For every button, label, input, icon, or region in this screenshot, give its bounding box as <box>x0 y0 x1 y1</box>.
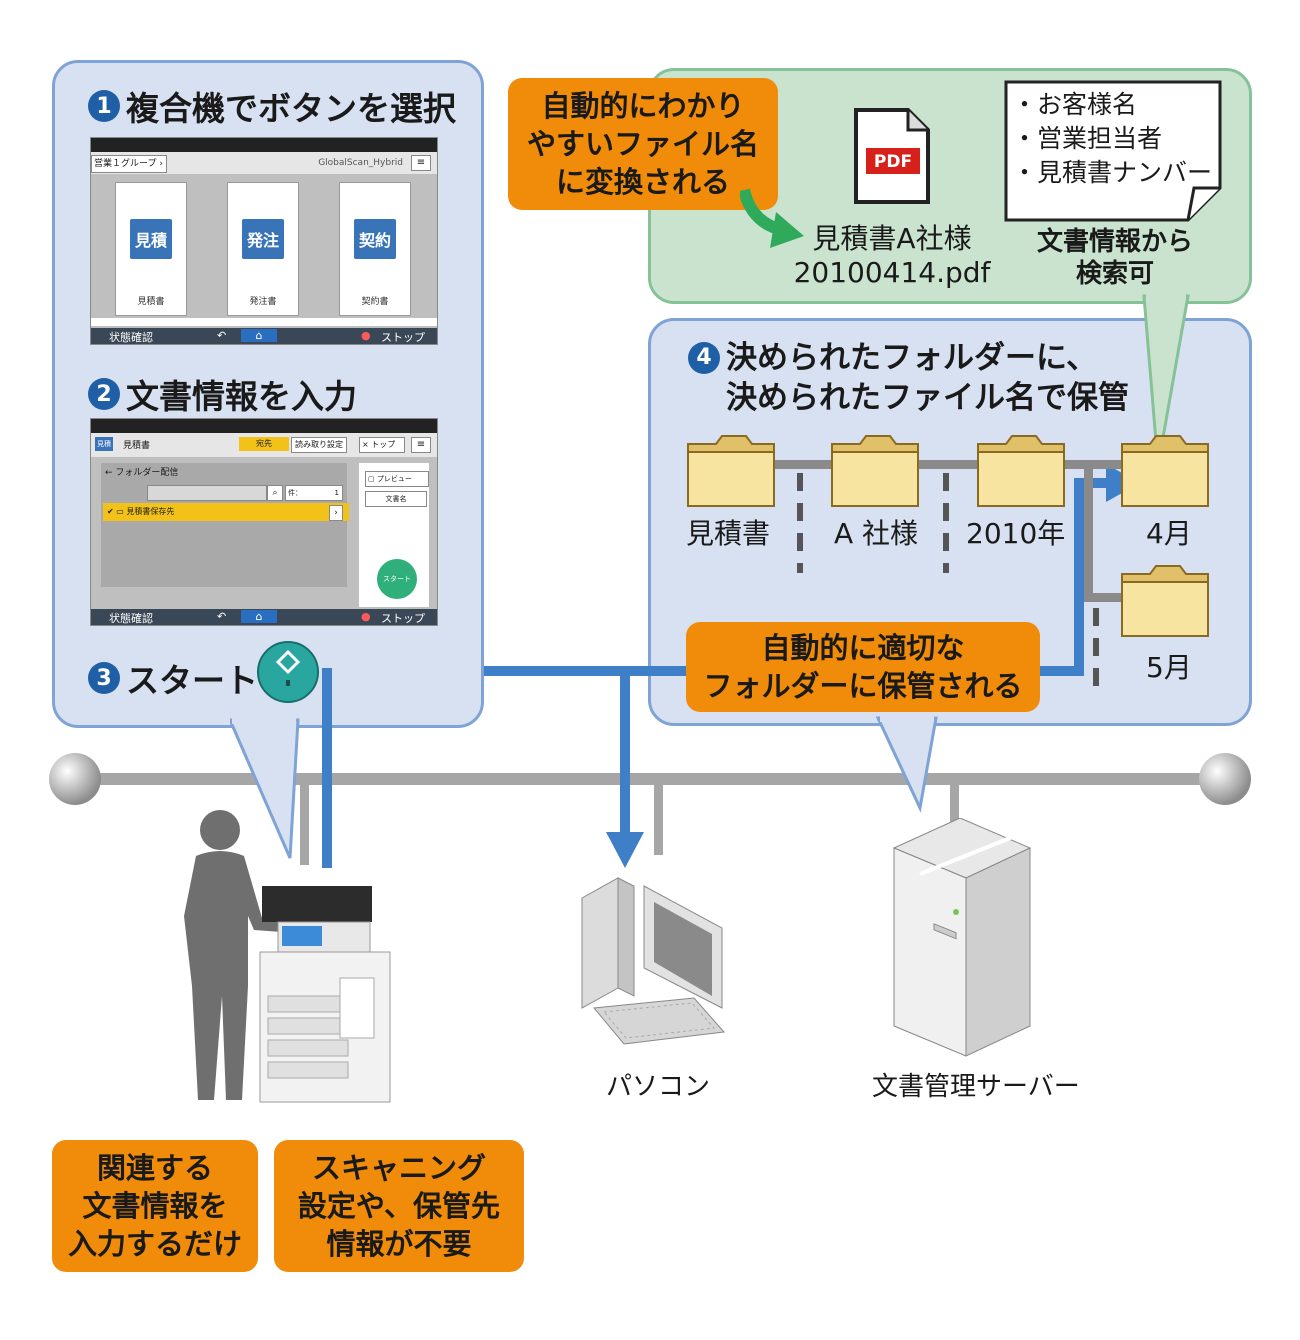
folder-icon <box>831 435 919 507</box>
pdf-badge: PDF <box>874 152 912 172</box>
search-label: 文書情報から 検索可 <box>1036 227 1193 289</box>
panel-pointer <box>230 718 300 859</box>
step1-title: 1 複合機でボタンを選択 <box>88 82 456 130</box>
green-pointer <box>1142 294 1190 467</box>
home-icon[interactable]: ⌂ <box>241 610 277 623</box>
menu-icon[interactable]: ≡ <box>411 437 431 453</box>
card-contract[interactable]: 契約 契約書 <box>339 182 411 316</box>
auto-store-callout: 自動的に適切な フォルダーに保管される <box>686 622 1040 712</box>
folder-tree-lines <box>768 460 1128 690</box>
network-end-left <box>49 753 101 805</box>
count-box: 件： 1 <box>285 485 343 501</box>
estimate-icon: 見積 <box>130 219 172 259</box>
card-caption: 見積書 <box>137 297 165 307</box>
green-arrow-icon <box>740 188 804 248</box>
mfp-screen-1: 営業１グループ › GlobalScan_Hybrid ≡ 見積 見積書 発注 … <box>90 137 438 345</box>
tab-destination[interactable]: 宛先 <box>239 437 289 451</box>
stop-icon[interactable]: ● <box>361 610 371 623</box>
folder-icon <box>1121 565 1209 637</box>
preview-checkbox[interactable]: ▢ プレビュー <box>365 471 429 487</box>
step4-number: 4 <box>688 342 720 374</box>
pc-label: パソコン <box>606 1072 711 1102</box>
step4-title: 4 決められたフォルダーに、 決められたファイル名で保管 <box>688 338 1129 418</box>
card-caption: 発注書 <box>249 297 277 307</box>
note-card <box>1004 80 1222 222</box>
folder-label: 2010年 <box>966 517 1066 550</box>
app-name: GlobalScan_Hybrid <box>318 158 403 168</box>
storage-panel-pointer <box>876 716 938 813</box>
back-icon[interactable]: ↶ <box>217 610 227 623</box>
network-end-right <box>1199 753 1251 805</box>
search-icon[interactable]: ⌕ <box>267 485 283 501</box>
mfp-screen-2: 見積 見積書 宛先 読み取り設定 × トップ ≡ ← フォルダー配信 ⌕ 件： … <box>90 418 438 626</box>
doc-name: 見積書 <box>123 441 151 451</box>
stop-icon[interactable]: ● <box>361 329 371 342</box>
note-items: ・お客様名 ・営業担当者 ・見積書ナンバー <box>1012 90 1213 187</box>
docname-button[interactable]: 文書名 <box>365 491 427 507</box>
step2-number: 2 <box>88 378 120 410</box>
contract-icon: 契約 <box>354 219 396 259</box>
chevron-right-icon[interactable]: › <box>329 505 343 521</box>
pc-illustration <box>581 877 726 1045</box>
pdf-filename: 見積書A社様 20100414.pdf <box>793 222 991 289</box>
server-illustration <box>892 818 1032 1057</box>
step1-label: 複合機でボタンを選択 <box>126 89 456 128</box>
rename-callout: 自動的にわかり やすいファイル名 に変換される <box>508 78 778 210</box>
stop-button[interactable]: ストップ <box>381 331 425 344</box>
card-estimate[interactable]: 見積 見積書 <box>115 182 187 316</box>
folder-label: 5月 <box>1146 651 1192 684</box>
status-button[interactable]: 状態確認 <box>109 612 153 625</box>
card-caption: 契約書 <box>361 297 389 307</box>
folder-icon <box>1121 435 1209 507</box>
input-only-callout: 関連する 文書情報を 入力するだけ <box>52 1140 258 1272</box>
start-button[interactable]: スタート <box>377 559 417 599</box>
network-bar <box>70 773 1230 785</box>
folder-path: ← フォルダー配信 <box>105 468 179 478</box>
order-icon: 発注 <box>242 219 284 259</box>
no-setting-callout: スキャニング 設定や、保管先 情報が不要 <box>274 1140 524 1272</box>
home-icon[interactable]: ⌂ <box>241 329 277 342</box>
pdf-file-icon: PDF <box>854 108 930 204</box>
group-selector[interactable]: 営業１グループ › <box>91 155 167 173</box>
status-button[interactable]: 状態確認 <box>109 331 153 344</box>
step3-number: 3 <box>88 662 120 694</box>
tab-read-settings[interactable]: 読み取り設定 <box>291 437 347 453</box>
step1-number: 1 <box>88 90 120 122</box>
card-order[interactable]: 発注 発注書 <box>227 182 299 316</box>
back-icon[interactable]: ↶ <box>217 329 227 342</box>
step2-label: 文書情報を入力 <box>126 377 357 416</box>
stop-button[interactable]: ストップ <box>381 612 425 625</box>
step3-label: スタート <box>126 661 258 700</box>
top-button[interactable]: × トップ <box>359 437 405 453</box>
person-with-mfp-illustration <box>184 810 391 1103</box>
step2-title: 2 文書情報を入力 <box>88 370 357 418</box>
destination-row[interactable]: ✔ ▭ 見積書保存先 <box>103 503 349 521</box>
folder-icon <box>977 435 1065 507</box>
folder-label: 見積書 <box>686 517 771 550</box>
doc-icon: 見積 <box>95 437 113 451</box>
folder-label: A 社様 <box>834 517 919 550</box>
server-label: 文書管理サーバー <box>872 1072 1080 1102</box>
folder-label: 4月 <box>1146 517 1192 550</box>
menu-icon[interactable]: ≡ <box>411 155 431 171</box>
start-button-icon <box>257 641 319 703</box>
search-field[interactable] <box>147 485 267 501</box>
folder-icon <box>687 435 775 507</box>
step3-title: 3 スタート <box>88 654 258 702</box>
